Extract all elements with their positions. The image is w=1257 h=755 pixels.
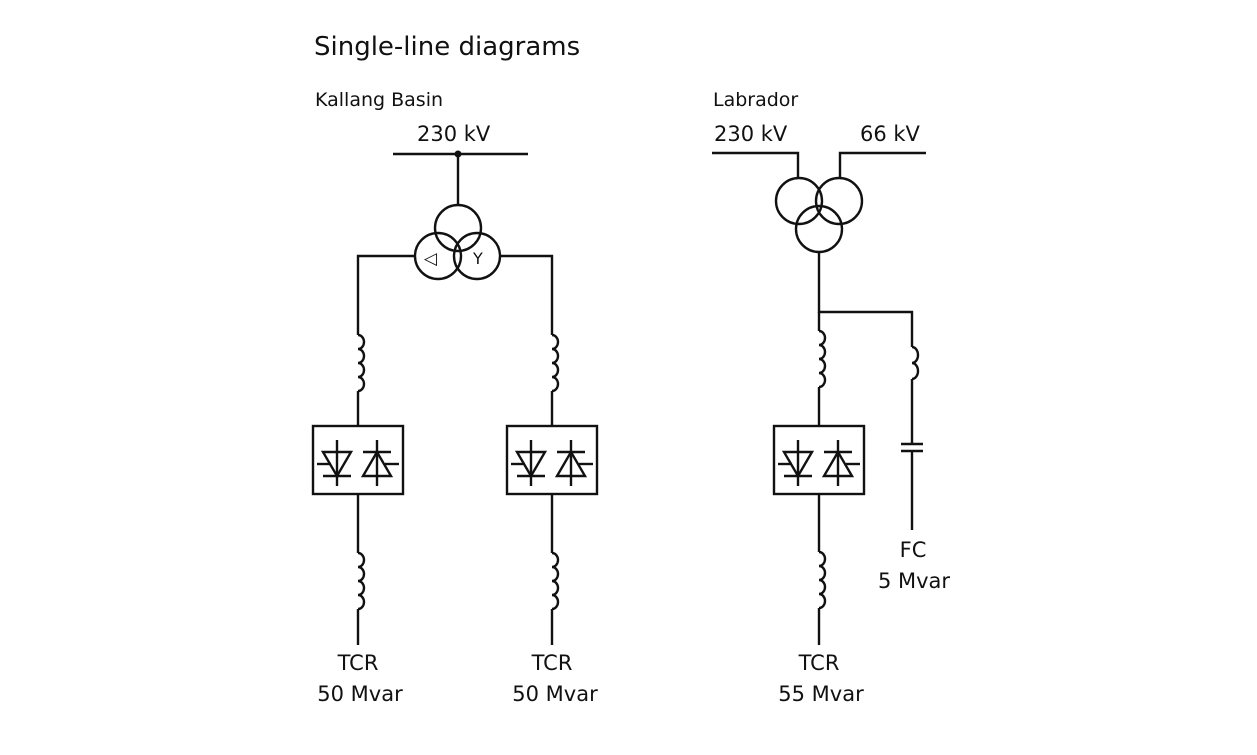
bus-voltage-label: 230 kV (417, 122, 491, 146)
busbar-66kv (838, 151, 926, 178)
branch-type-label: FC (900, 538, 927, 562)
station-name: Labrador (713, 89, 798, 111)
branch-type-label: TCR (531, 651, 573, 675)
branch-rating-label: 55 Mvar (778, 682, 864, 706)
branch-rating-label: 5 Mvar (878, 569, 950, 593)
inductor-icon (817, 329, 827, 389)
three-winding-transformer: ◁ Y (413, 203, 502, 281)
station-kallang-basin: Kallang Basin 230 kV ◁ Y TCR 50 Mvar (311, 89, 599, 706)
fc-feeder (819, 310, 914, 341)
inductor-icon (356, 551, 366, 611)
inductor-icon (550, 551, 560, 611)
thyristor-valve-icon (311, 424, 405, 496)
inductor-icon (356, 333, 366, 393)
inductor-icon (910, 345, 920, 381)
branch-type-label: TCR (798, 651, 840, 675)
thyristor-valve-icon (772, 424, 866, 496)
fc-branch: FC 5 Mvar (878, 341, 950, 593)
station-name: Kallang Basin (315, 89, 443, 111)
branch-rating-label: 50 Mvar (512, 682, 598, 706)
tcr-branch-left: TCR 50 Mvar (311, 254, 415, 706)
diagram-title: Single-line diagrams (314, 32, 580, 62)
thyristor-valve-icon (505, 424, 599, 496)
tcr-branch: TCR 55 Mvar (772, 312, 866, 706)
tcr-branch-right: TCR 50 Mvar (500, 254, 599, 706)
bus-voltage-label-hv: 230 kV (714, 122, 788, 146)
busbar-230kv (712, 151, 800, 178)
bus-voltage-label-lv: 66 kV (860, 122, 921, 146)
wye-winding-symbol: Y (472, 249, 483, 268)
branch-rating-label: 50 Mvar (317, 682, 403, 706)
station-labrador: Labrador 230 kV 66 kV TCR 55 Mvar (712, 89, 950, 706)
inductor-icon (550, 333, 560, 393)
inductor-icon (817, 550, 827, 610)
three-winding-transformer (774, 176, 864, 254)
branch-type-label: TCR (337, 651, 379, 675)
delta-winding-symbol: ◁ (424, 249, 438, 269)
capacitor-icon (901, 442, 923, 453)
